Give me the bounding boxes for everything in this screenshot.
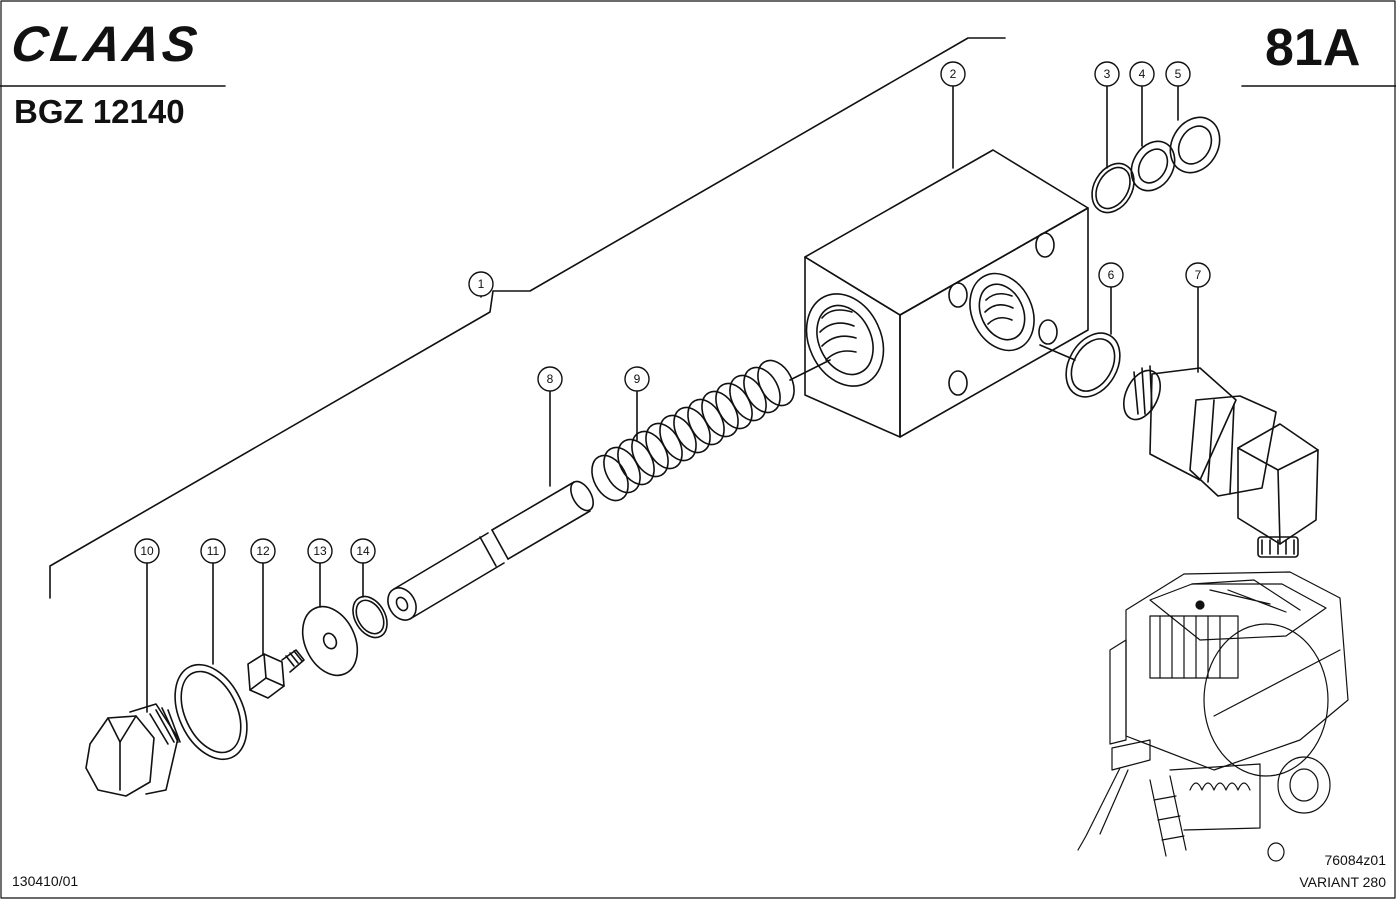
hex-bolt	[247, 649, 305, 699]
callout-label-8: 8	[547, 372, 554, 386]
callout-label-5: 5	[1175, 67, 1182, 81]
callout-label-1: 1	[478, 277, 485, 291]
footer-code: 130410/01	[12, 873, 79, 889]
compression-spring	[591, 359, 831, 502]
callout-6	[1098, 262, 1124, 288]
washer-13	[301, 605, 359, 677]
callout-7	[1185, 262, 1211, 288]
page-code: 81A	[1265, 19, 1361, 77]
callout-label-10: 10	[140, 544, 154, 558]
callout-label-9: 9	[634, 372, 641, 386]
seal-ring-6	[1065, 332, 1121, 398]
callout-label-11: 11	[207, 544, 220, 558]
callout-balloons	[134, 61, 1211, 564]
callout-11	[200, 538, 226, 564]
piston-rod	[387, 480, 594, 621]
callout-4	[1129, 61, 1155, 87]
callout-10	[134, 538, 160, 564]
callout-label-12: 12	[256, 544, 270, 558]
callout-label-4: 4	[1139, 67, 1146, 81]
o-ring-3	[1091, 162, 1135, 214]
drawing-code: 76084z01	[1324, 852, 1386, 868]
callout-label-7: 7	[1195, 268, 1202, 282]
washer-4	[1130, 140, 1176, 192]
callout-3	[1094, 61, 1120, 87]
seal-ring-11	[174, 663, 248, 761]
callout-13	[307, 538, 333, 564]
callout-9	[624, 366, 650, 392]
callout-label-3: 3	[1104, 67, 1111, 81]
callout-label-6: 6	[1108, 268, 1115, 282]
variant-label: VARIANT 280	[1299, 874, 1386, 890]
callout-label-14: 14	[356, 544, 370, 558]
callout-5	[1165, 61, 1191, 87]
screw-plug	[85, 703, 181, 797]
retaining-ring-14	[352, 595, 388, 639]
assembly-bracket-line	[49, 37, 1006, 599]
callout-2	[940, 61, 966, 87]
callout-14	[350, 538, 376, 564]
document-number: BGZ 12140	[14, 93, 185, 130]
callout-1	[468, 271, 494, 297]
valve-block	[804, 149, 1089, 438]
callout-label-2: 2	[950, 67, 957, 81]
seal-ring-5	[1169, 116, 1221, 174]
pressure-switch	[1123, 365, 1319, 558]
callout-label-13: 13	[313, 544, 327, 558]
callout-8	[537, 366, 563, 392]
callout-12	[250, 538, 276, 564]
round-baler-thumbnail	[1077, 571, 1349, 862]
